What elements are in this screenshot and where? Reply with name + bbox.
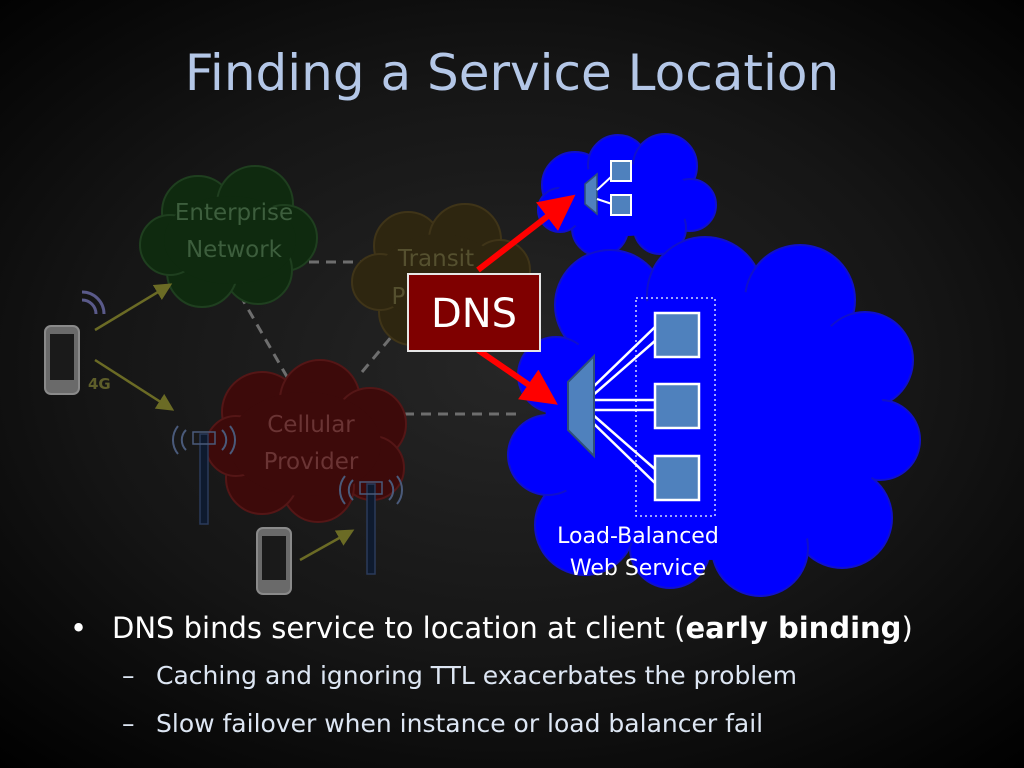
sub-bullet-caching-text: Caching and ignoring TTL exacerbates the… xyxy=(156,661,797,690)
sub-bullet-failover-text: Slow failover when instance or load bala… xyxy=(156,709,764,738)
bullet-main-end: ) xyxy=(901,611,913,645)
dns-arrows xyxy=(476,194,576,405)
slide-title: Finding a Service Location xyxy=(184,44,840,102)
cell-tower-icon xyxy=(338,475,404,575)
sub-bullet-dash: – xyxy=(122,709,135,738)
bullet-main-bold: early binding xyxy=(685,611,902,645)
bullet-main-text: DNS binds service to location at client … xyxy=(112,611,686,645)
enterprise-label-line2: Network xyxy=(186,237,283,263)
sub-bullet-dash: – xyxy=(122,661,135,690)
phone-screen xyxy=(50,334,74,380)
server-top xyxy=(653,311,701,359)
cellular-label-line1: Cellular xyxy=(267,412,355,438)
client-arrows xyxy=(94,283,355,562)
small-cloud-servers xyxy=(584,160,632,216)
network-links xyxy=(238,260,520,416)
cellular-label-line2: Provider xyxy=(264,449,359,475)
service-label-line2: Web Service xyxy=(570,556,706,581)
service-label-line1: Load-Balanced xyxy=(557,524,719,549)
cell-tower-icon xyxy=(171,425,237,525)
bullet-dot: • xyxy=(70,611,88,645)
phone-screen xyxy=(262,536,286,580)
sub-bullet-failover: – Slow failover when instance or load ba… xyxy=(70,706,1010,742)
load-balancer-links xyxy=(591,325,657,485)
bullet-list: • DNS binds service to location at clien… xyxy=(70,608,1010,742)
transit-label-line1: Transit xyxy=(397,246,474,272)
enterprise-label-line1: Enterprise xyxy=(175,200,293,226)
cellular-4g-label: 4G xyxy=(88,375,111,393)
sub-bullet-caching: – Caching and ignoring TTL exacerbates t… xyxy=(70,658,1010,694)
load-balancer-icon xyxy=(567,353,595,459)
enterprise-network-cloud xyxy=(139,165,318,308)
server-bottom xyxy=(653,454,701,502)
dns-label: DNS xyxy=(431,291,517,337)
server-middle xyxy=(653,382,701,430)
cellular-provider-cloud xyxy=(205,359,407,523)
wifi-icon xyxy=(81,290,106,315)
bullet-main: • DNS binds service to location at clien… xyxy=(70,608,1010,648)
dns-box xyxy=(407,273,541,352)
server-pool-outline xyxy=(635,297,716,517)
